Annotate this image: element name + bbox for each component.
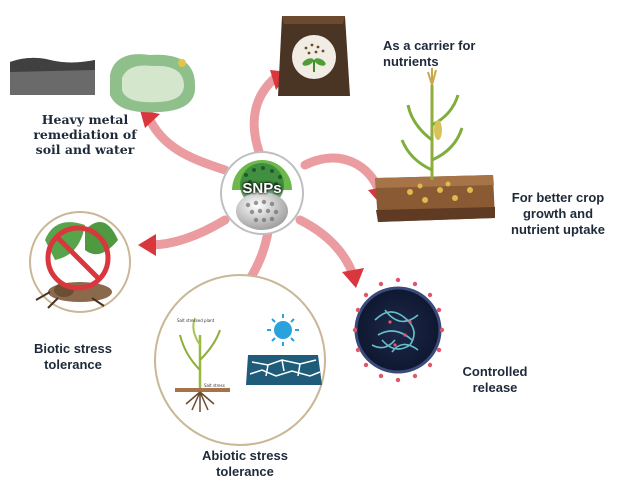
- crop-soil-icon: [375, 175, 495, 222]
- sun-icon: [267, 314, 299, 346]
- soil-strip-icon: [10, 57, 95, 95]
- inset-label-plant-bottom: Salt stress: [204, 383, 225, 388]
- controlled-release-icon: [352, 277, 445, 383]
- label-carrier: As a carrier for nutrients: [383, 38, 476, 69]
- abiotic-circle-icon: [154, 274, 326, 446]
- inset-label-plant-top: Salt stressed plant: [177, 318, 215, 323]
- label-biotic: Biotic stress tolerance: [33, 341, 113, 372]
- arrow-to-biotic: [138, 215, 230, 256]
- biotic-circle-icon: [29, 211, 131, 313]
- water-pond-icon: [110, 54, 196, 113]
- cracked-earth-icon: [246, 355, 322, 385]
- arrow-to-heavy-metal: [140, 110, 230, 175]
- snp-center-icon: [220, 151, 304, 235]
- nutrient-bag-icon: [278, 16, 350, 96]
- salt-stressed-plant-icon: [175, 317, 230, 412]
- label-controlled: Controlled release: [462, 364, 528, 395]
- center-label: SNPs: [242, 180, 282, 197]
- label-abiotic: Abiotic stress tolerance: [202, 448, 288, 479]
- prohibited-sign-icon: [45, 225, 111, 291]
- label-crop-growth: For better crop growth and nutrient upta…: [511, 190, 605, 237]
- corn-plant-icon: [400, 68, 464, 180]
- label-heavy-metal: Heavy metal remediation of soil and wate…: [33, 112, 137, 157]
- arrow-to-controlled: [295, 215, 364, 288]
